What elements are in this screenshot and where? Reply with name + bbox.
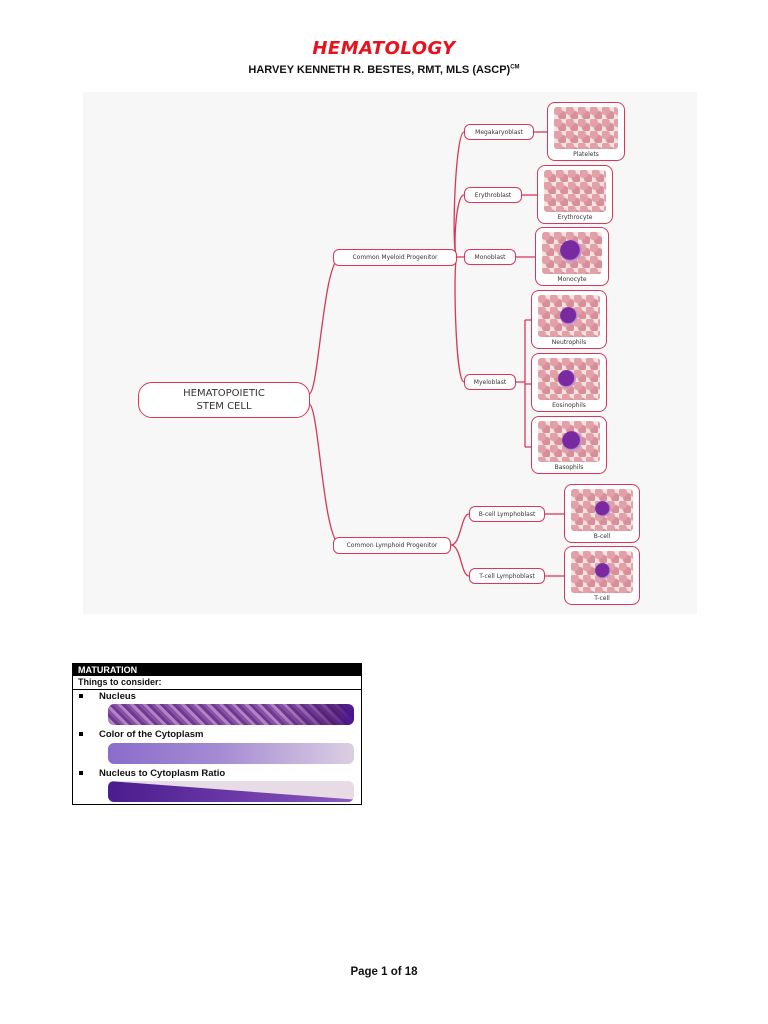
- bullet-marker: [79, 732, 83, 737]
- b-cell-caption: B-cell: [593, 533, 611, 540]
- cytoplasm-label: Color of the Cytoplasm: [99, 729, 204, 740]
- t-cell-caption: T-cell: [594, 595, 610, 602]
- author-line: HARVEY KENNETH R. BESTES, RMT, MLS (ASCP…: [0, 64, 768, 76]
- t-cell-image: [571, 551, 633, 593]
- t-cell-nucleus: [595, 563, 611, 579]
- platelets-caption: Platelets: [573, 151, 599, 158]
- node-erythroblast: Erythroblast: [464, 187, 522, 203]
- basophils-image: [538, 421, 600, 462]
- neutrophils-image: [538, 295, 600, 337]
- monocyte-image: [542, 232, 602, 274]
- bullet-marker: [79, 694, 83, 699]
- bullet-nucleus: Nucleus: [79, 691, 136, 702]
- card-basophils: Basophils: [531, 416, 607, 474]
- monocyte-caption: Monocyte: [557, 276, 587, 283]
- connector-myelo-granulocytes: [516, 319, 531, 448]
- node-common-lymphoid: Common Lymphoid Progenitor: [333, 537, 451, 554]
- nc-ratio-label: Nucleus to Cytoplasm Ratio: [99, 768, 226, 779]
- node-t-lymphoblast: T-cell Lymphoblast: [469, 568, 545, 584]
- node-monoblast: Monoblast: [464, 249, 516, 265]
- card-erythrocyte: Erythrocyte: [537, 165, 613, 224]
- basophil-cell: [562, 431, 582, 451]
- neutrophil-cell: [560, 307, 578, 325]
- maturation-heading: MATURATION: [73, 664, 361, 676]
- eosinophil-cell: [558, 370, 576, 388]
- bullet-marker: [79, 771, 83, 776]
- megakaryoblast-label: Megakaryoblast: [475, 128, 523, 136]
- b-cell-image: [571, 489, 633, 531]
- node-megakaryoblast: Megakaryoblast: [464, 124, 534, 140]
- card-eosinophils: Eosinophils: [531, 353, 607, 412]
- node-myeloblast: Myeloblast: [464, 374, 516, 390]
- cytoplasm-gradient-bar: [108, 743, 354, 764]
- bullet-cytoplasm: Color of the Cytoplasm: [79, 729, 204, 740]
- author-superscript: CM: [510, 64, 520, 71]
- platelets-image: [554, 107, 618, 149]
- page-number: Page 1 of 18: [350, 966, 418, 978]
- eosinophils-image: [538, 358, 600, 400]
- nucleus-label: Nucleus: [99, 691, 136, 702]
- maturation-box: MATURATION Things to consider: Nucleus C…: [72, 663, 362, 805]
- neutrophils-caption: Neutrophils: [551, 339, 587, 346]
- node-common-myeloid: Common Myeloid Progenitor: [333, 249, 457, 266]
- nc-ratio-bar: [108, 781, 354, 802]
- t-lymphoblast-label: T-cell Lymphoblast: [479, 572, 535, 580]
- erythrocyte-image: [544, 170, 606, 212]
- card-platelets: Platelets: [547, 102, 625, 161]
- connector-root-myeloid: [308, 256, 342, 395]
- connector-root-lymphoid: [308, 403, 342, 546]
- card-b-cell: B-cell: [564, 484, 640, 543]
- myeloid-label: Common Myeloid Progenitor: [352, 254, 438, 261]
- card-t-cell: T-cell: [564, 546, 640, 605]
- connector-lymphoid-trunk: [450, 513, 470, 577]
- b-lymphoblast-label: B-cell Lymphoblast: [478, 510, 536, 518]
- eosinophils-caption: Eosinophils: [552, 402, 586, 409]
- nc-ratio-wedge: [108, 781, 354, 802]
- node-b-lymphoblast: B-cell Lymphoblast: [469, 506, 545, 522]
- erythrocyte-caption: Erythrocyte: [557, 214, 593, 221]
- monocyte-cell: [560, 240, 582, 262]
- card-monocyte: Monocyte: [535, 227, 609, 286]
- b-cell-nucleus: [595, 501, 611, 517]
- nucleus-gradient-bar: [108, 704, 354, 725]
- basophils-caption: Basophils: [554, 464, 584, 471]
- root-label: HEMATOPOIETIC STEM CELL: [183, 388, 265, 412]
- card-neutrophils: Neutrophils: [531, 290, 607, 349]
- monoblast-label: Monoblast: [474, 253, 506, 261]
- erythroblast-label: Erythroblast: [474, 191, 512, 199]
- lymphoid-label: Common Lymphoid Progenitor: [346, 542, 438, 549]
- connector-myeloid-trunk: [453, 131, 465, 383]
- author-name: HARVEY KENNETH R. BESTES, RMT, MLS (ASCP…: [248, 64, 511, 76]
- maturation-subheading: Things to consider:: [73, 676, 361, 690]
- myeloblast-label: Myeloblast: [473, 378, 507, 386]
- hematopoiesis-mindmap: HEMATOPOIETIC STEM CELL Common Myeloid P…: [83, 92, 697, 614]
- root-node: HEMATOPOIETIC STEM CELL: [138, 382, 310, 418]
- bullet-nc-ratio: Nucleus to Cytoplasm Ratio: [79, 768, 225, 779]
- document-title: HEMATOLOGY: [312, 38, 456, 59]
